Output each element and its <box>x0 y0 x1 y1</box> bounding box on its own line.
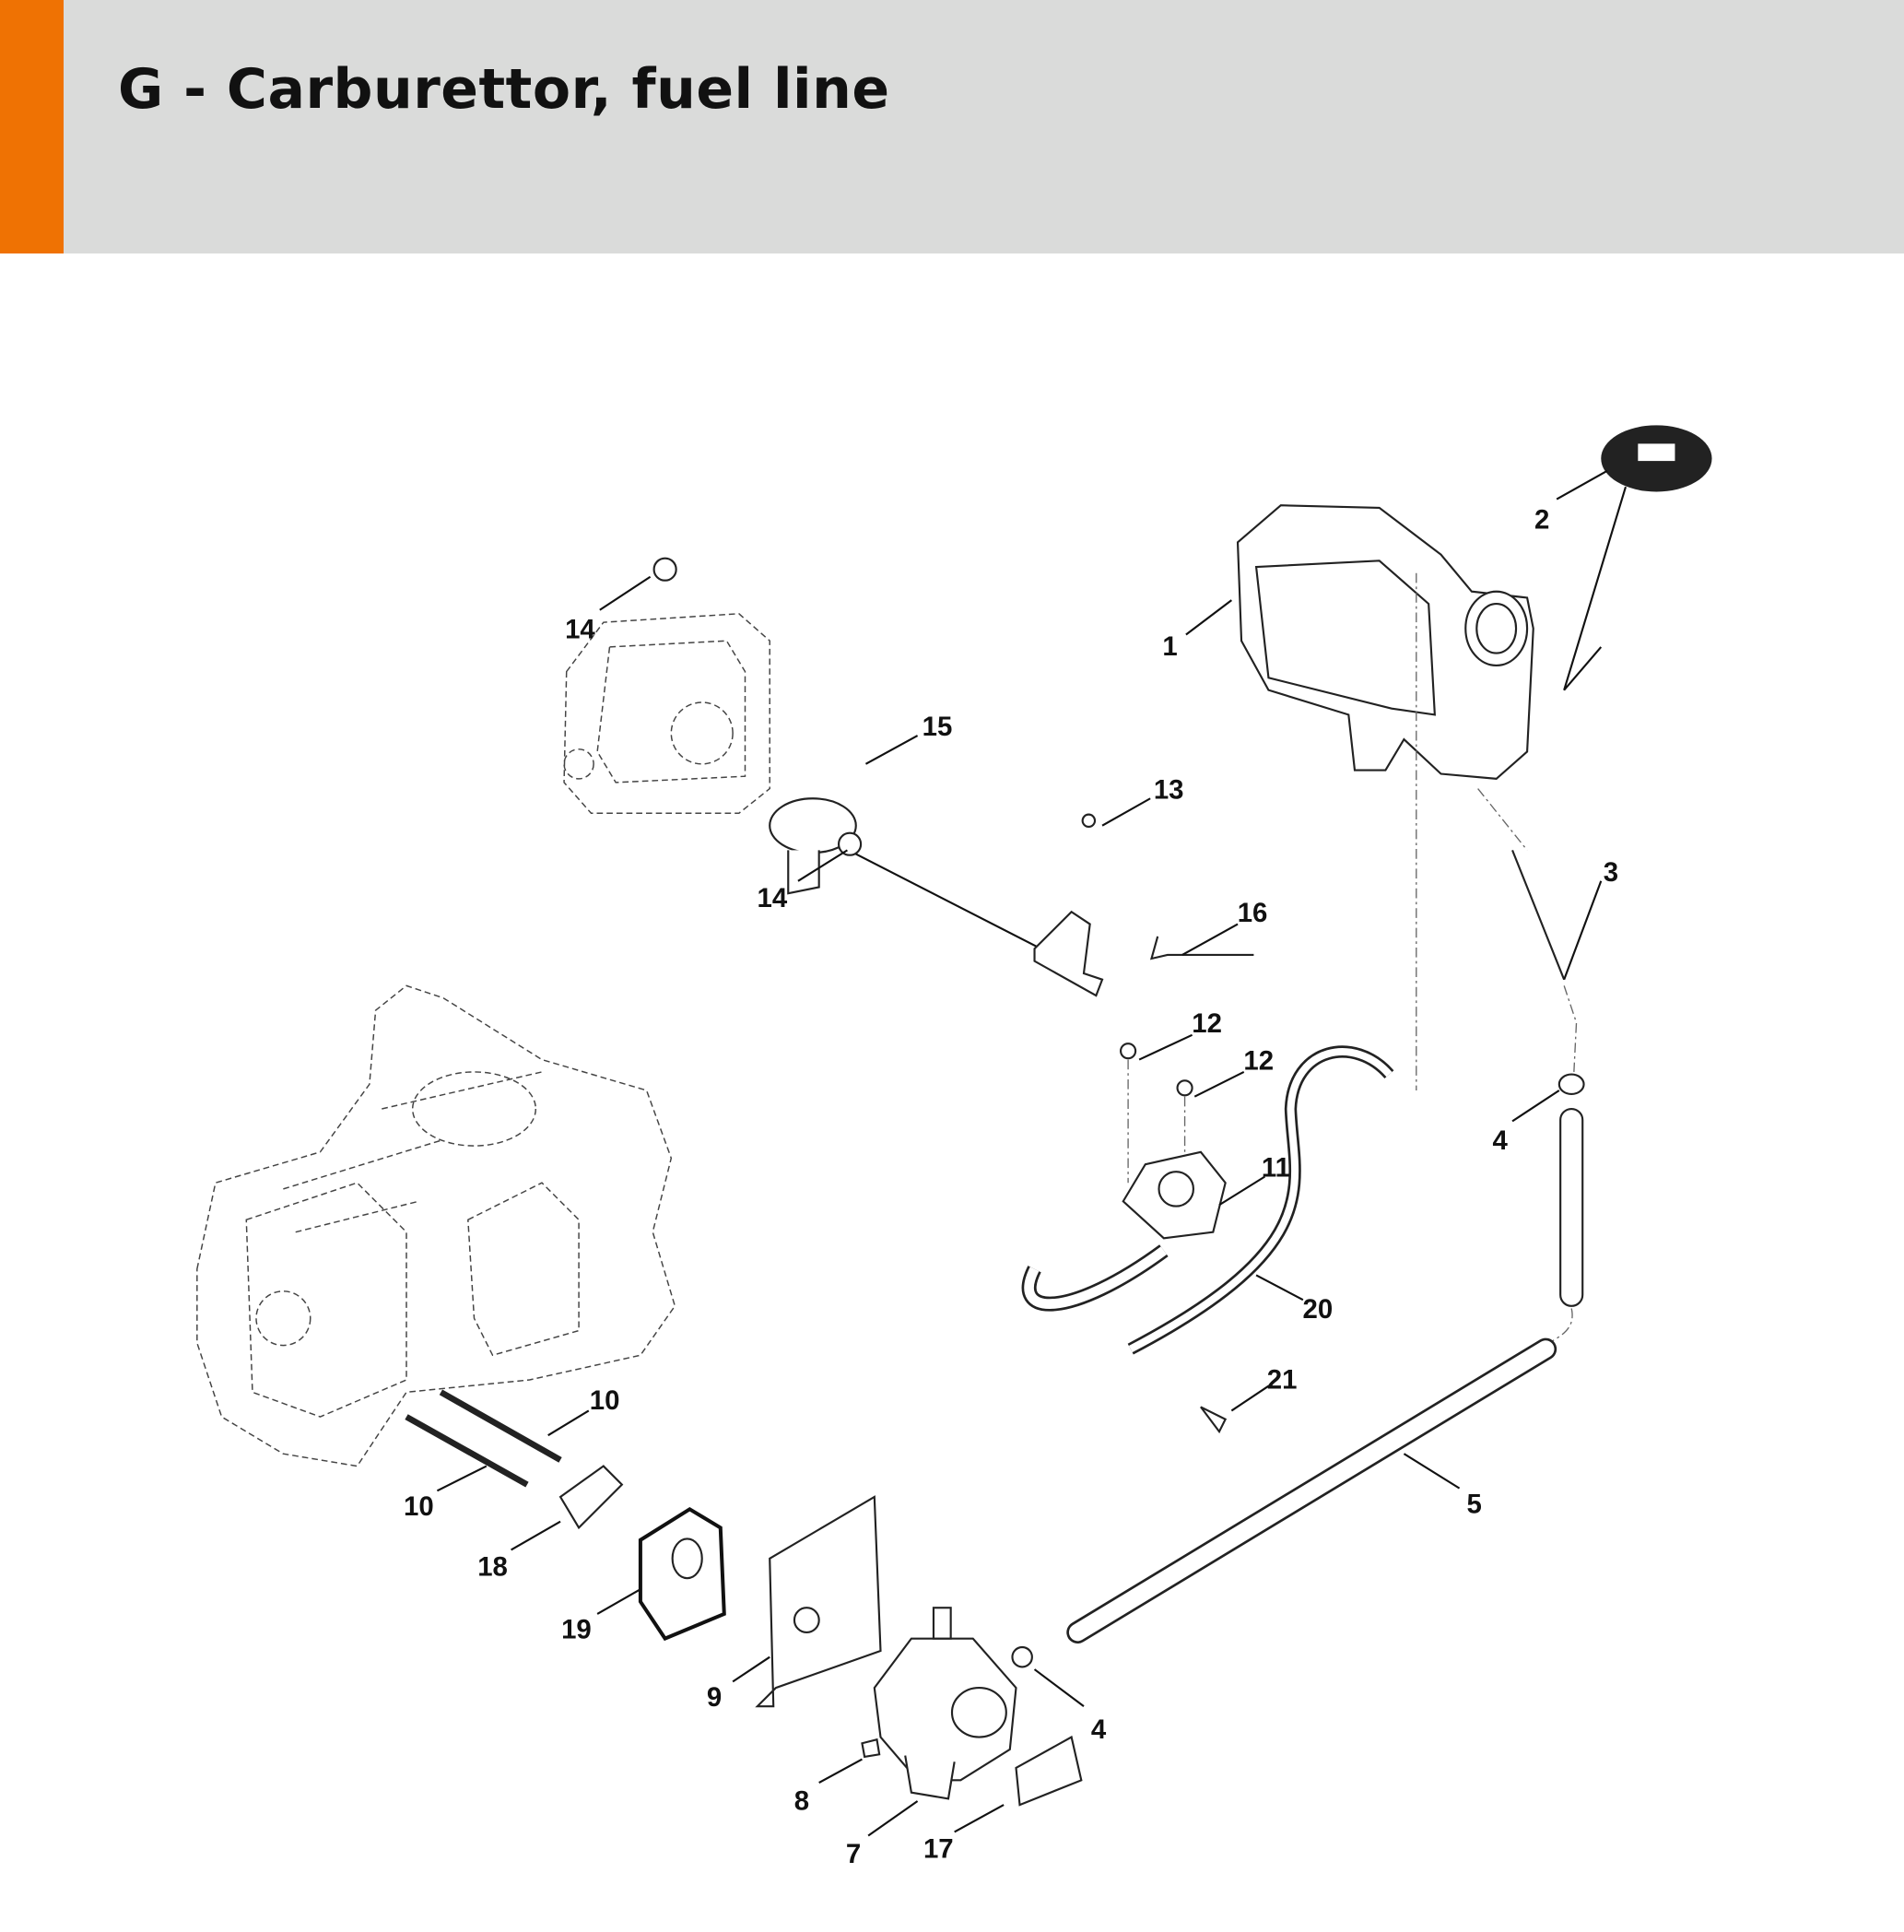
callout-2[interactable]: 2 <box>1534 505 1549 536</box>
callout-13[interactable]: 13 <box>1154 774 1184 805</box>
engine-block-outline <box>196 984 676 1467</box>
screw <box>1176 1079 1193 1097</box>
callout-20[interactable]: 20 <box>1303 1294 1334 1325</box>
header-bar: G - Carburettor, fuel line <box>0 0 1904 253</box>
callout-4[interactable]: 4 <box>1091 1714 1107 1745</box>
leader-lines <box>436 469 1608 1837</box>
fuel-tank <box>1236 504 1534 1090</box>
callout-7[interactable]: 7 <box>846 1839 861 1869</box>
fuel-cap <box>1563 425 1712 691</box>
centerline <box>1563 985 1578 1072</box>
callout-14[interactable]: 14 <box>565 615 595 645</box>
callout-12[interactable]: 12 <box>1243 1045 1274 1076</box>
carburettor-gasket <box>1015 1735 1083 1807</box>
shutoff-valve-rod <box>769 797 1104 997</box>
part-screw <box>1511 849 1566 981</box>
fuel-pump <box>1021 1150 1227 1312</box>
callout-8[interactable]: 8 <box>794 1785 809 1816</box>
studs <box>405 1389 562 1488</box>
carburettor <box>861 1607 1033 1800</box>
page-title: G - Carburettor, fuel line <box>118 57 890 122</box>
callout-19[interactable]: 19 <box>561 1615 592 1645</box>
callout-18[interactable]: 18 <box>477 1551 508 1582</box>
hose-clamp <box>1557 1073 1585 1096</box>
callout-16[interactable]: 16 <box>1238 898 1268 928</box>
callout-17[interactable]: 17 <box>923 1834 954 1865</box>
callout-10[interactable]: 10 <box>590 1385 620 1416</box>
fuel-hose-short <box>1559 1107 1584 1307</box>
callout-15[interactable]: 15 <box>923 712 953 742</box>
callout-11[interactable]: 11 <box>1262 1153 1290 1184</box>
callout-12[interactable]: 12 <box>1192 1008 1222 1039</box>
screw <box>1081 813 1097 829</box>
gasket <box>558 1465 624 1530</box>
screw <box>1120 1043 1137 1060</box>
heat-shield <box>755 1495 882 1708</box>
callout-9[interactable]: 9 <box>707 1682 722 1713</box>
nut <box>837 831 863 856</box>
callout-5[interactable]: 5 <box>1466 1489 1481 1519</box>
callout-21[interactable]: 21 <box>1267 1364 1298 1395</box>
air-filter-housing-outline <box>563 613 770 815</box>
callout-3[interactable]: 3 <box>1604 857 1618 888</box>
wire-clip <box>1149 936 1254 960</box>
callout-14[interactable]: 14 <box>758 883 788 913</box>
callout-10[interactable]: 10 <box>404 1491 434 1522</box>
callout-1[interactable]: 1 <box>1162 631 1177 662</box>
clip <box>1200 1406 1228 1434</box>
callout-4[interactable]: 4 <box>1493 1125 1509 1156</box>
nut <box>652 557 677 582</box>
header-accent-stripe <box>0 0 64 253</box>
